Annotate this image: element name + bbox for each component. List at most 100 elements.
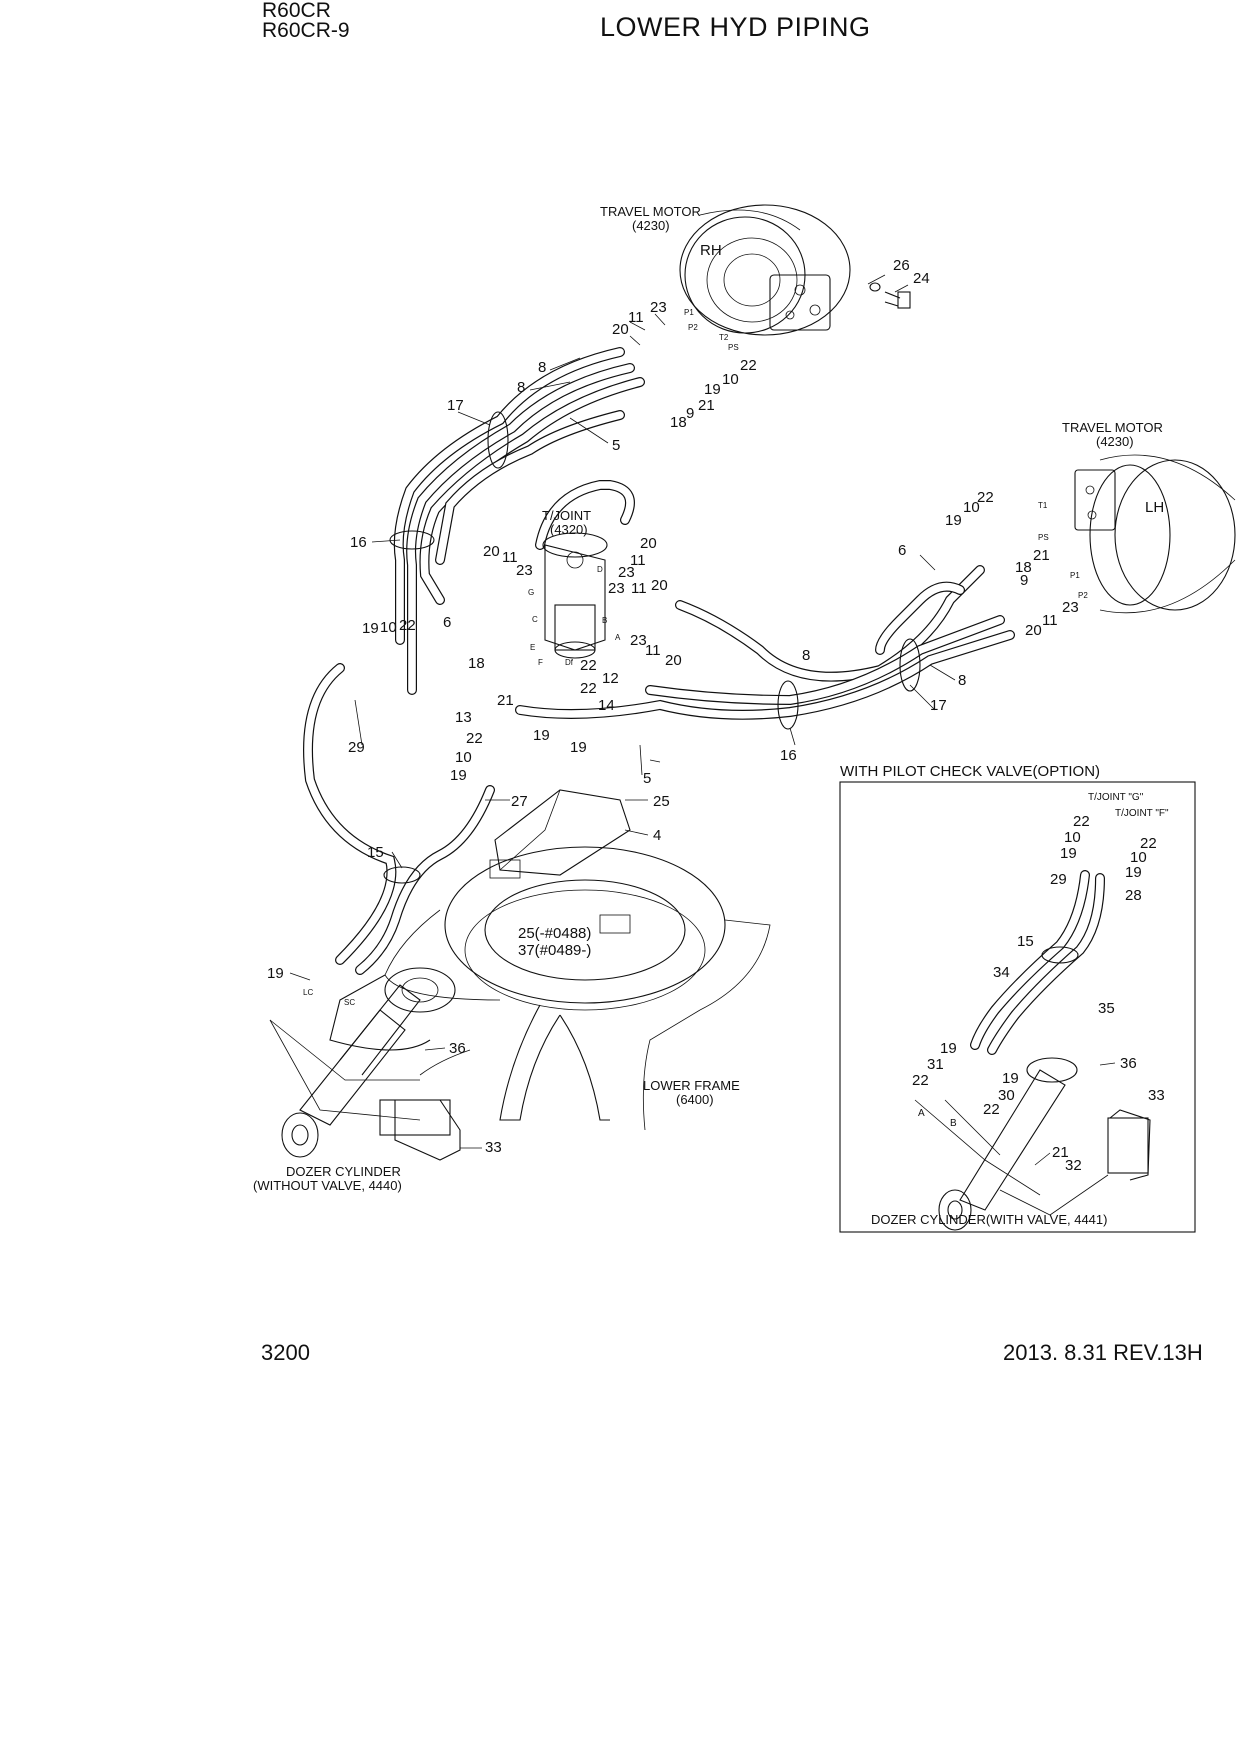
revision-date: 2013. 8.31 REV.13H xyxy=(1003,1340,1203,1365)
callout: 11 xyxy=(1042,612,1058,629)
callout: 19 xyxy=(362,620,379,637)
lower-frame-code: (6400) xyxy=(676,1092,714,1107)
callout: 10 xyxy=(963,499,980,516)
callout: 19 xyxy=(570,739,587,756)
callout: 19 xyxy=(267,965,284,982)
port-label: Df xyxy=(565,658,574,667)
page-title: LOWER HYD PIPING xyxy=(600,12,871,42)
callout: 5 xyxy=(643,770,651,787)
callout: 23 xyxy=(630,632,647,649)
callout: 19 xyxy=(450,767,467,784)
callout: 27 xyxy=(511,793,528,810)
travel-motor-rh-label: TRAVEL MOTOR xyxy=(600,204,701,219)
callout: 22 xyxy=(580,657,597,674)
callout: 22 xyxy=(977,489,994,506)
port-label: PS xyxy=(728,343,739,352)
callout: 8 xyxy=(802,647,810,664)
callout: 8 xyxy=(538,359,546,376)
port-label: A xyxy=(615,633,621,642)
turning-joint: T/JOINT (4320) B A C D E F G Df xyxy=(528,508,621,667)
callout: 22 xyxy=(399,617,416,634)
callout: 4 xyxy=(653,827,661,844)
callout: 6 xyxy=(443,614,451,631)
travel-motor-lh-label: TRAVEL MOTOR xyxy=(1062,420,1163,435)
port-label: T1 xyxy=(1038,501,1048,510)
callout: 11 xyxy=(631,580,647,597)
callout: 22 xyxy=(466,730,483,747)
port-label: B xyxy=(602,616,607,625)
inset-tjoint-f: T/JOINT "F" xyxy=(1115,808,1169,819)
callout-37-short: 37(#0489-) xyxy=(518,942,591,959)
callout: 20 xyxy=(651,577,668,594)
callout: 22 xyxy=(983,1101,1000,1118)
callout: 11 xyxy=(645,642,661,659)
callout: 23 xyxy=(650,299,667,316)
callout: 22 xyxy=(1140,835,1157,852)
callout: 32 xyxy=(1065,1157,1082,1174)
callout: 11 xyxy=(502,549,518,566)
callout: 24 xyxy=(913,270,930,287)
callout: 21 xyxy=(497,692,514,709)
callout: 18 xyxy=(1015,559,1032,576)
callout: 5 xyxy=(612,437,620,454)
callout: 12 xyxy=(602,670,619,687)
callout: 35 xyxy=(1098,1000,1115,1017)
callout: 16 xyxy=(350,534,367,551)
callout: 15 xyxy=(1017,933,1034,950)
callout: 10 xyxy=(1130,849,1147,866)
callout: 20 xyxy=(640,535,657,552)
inset-frame xyxy=(839,781,1196,1233)
inset-caption: DOZER CYLINDER(WITH VALVE, 4441) xyxy=(871,1212,1107,1227)
callout: 19 xyxy=(704,381,721,398)
travel-motor-rh: RH TRAVEL MOTOR (4230) P1 P2 T2 PS xyxy=(600,204,851,352)
callout: 19 xyxy=(945,512,962,529)
port-label: P2 xyxy=(688,323,698,332)
callout: 22 xyxy=(580,680,597,697)
callout: 28 xyxy=(1125,887,1142,904)
callout: 25 xyxy=(653,793,670,810)
model-name-2: R60CR-9 xyxy=(262,19,350,42)
callout: 18 xyxy=(670,414,687,431)
inset-port-a: A xyxy=(918,1108,925,1119)
dozer-cylinder-main: DOZER CYLINDER (WITHOUT VALVE, 4440) LC … xyxy=(253,984,461,1193)
lower-frame-label: LOWER FRAME xyxy=(643,1078,740,1093)
travel-motor-rh-side: RH xyxy=(700,242,722,259)
callout: 33 xyxy=(1148,1087,1165,1104)
bracket xyxy=(489,789,631,934)
callout: 11 xyxy=(630,552,646,569)
callout: 9 xyxy=(1020,572,1028,589)
callout: 29 xyxy=(1050,871,1067,888)
callout: 20 xyxy=(665,652,682,669)
callout: 31 xyxy=(927,1056,944,1073)
port-label: SC xyxy=(344,998,355,1007)
callout: 23 xyxy=(516,562,533,579)
callout: 16 xyxy=(780,747,797,764)
bolt-assembly xyxy=(869,282,911,309)
callout: 21 xyxy=(1033,547,1050,564)
callout: 17 xyxy=(930,697,947,714)
callout: 22 xyxy=(1073,813,1090,830)
callout: 19 xyxy=(1002,1070,1019,1087)
callout: 36 xyxy=(449,1040,466,1057)
callout: 19 xyxy=(1125,864,1142,881)
model-name-1: R60CR xyxy=(262,0,331,22)
callout: 21 xyxy=(1052,1144,1069,1161)
callout: 29 xyxy=(348,739,365,756)
port-label: D xyxy=(597,565,603,574)
turning-joint-label: T/JOINT xyxy=(542,508,591,523)
callout: 23 xyxy=(608,580,625,597)
callout: 23 xyxy=(618,564,635,581)
callout: 20 xyxy=(612,321,629,338)
callout: 10 xyxy=(380,619,397,636)
callout: 19 xyxy=(1060,845,1077,862)
inset-title: WITH PILOT CHECK VALVE(OPTION) xyxy=(840,763,1100,780)
port-label: G xyxy=(528,588,534,597)
callout: 18 xyxy=(468,655,485,672)
page-number: 3200 xyxy=(261,1340,310,1365)
callout: 14 xyxy=(598,697,615,714)
callout: 20 xyxy=(1025,622,1042,639)
turning-joint-code: (4320) xyxy=(550,522,588,537)
callout: 9 xyxy=(686,405,694,422)
callout: 19 xyxy=(940,1040,957,1057)
